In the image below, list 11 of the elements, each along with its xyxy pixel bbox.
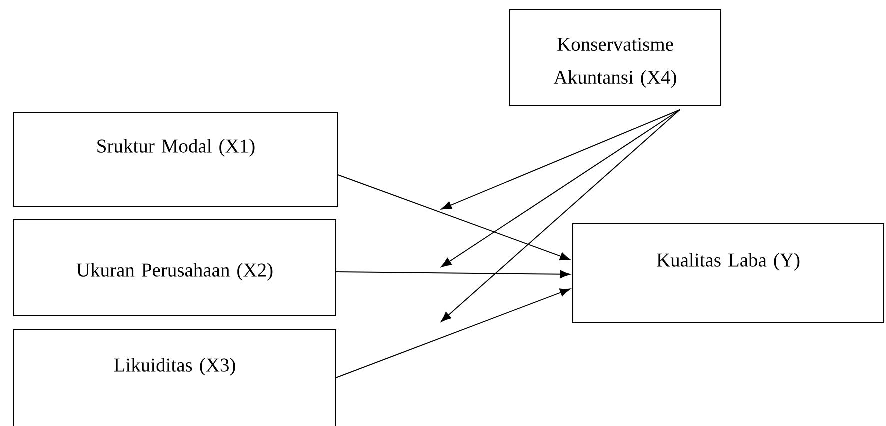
arrow	[441, 110, 680, 322]
arrow	[441, 110, 680, 268]
arrow	[336, 270, 570, 278]
arrow	[338, 174, 571, 260]
box: Ukuran Perusahaan (X2)	[14, 220, 336, 316]
arrow	[336, 288, 571, 378]
arrow	[441, 110, 680, 210]
box: Kualitas Laba (Y)	[572, 224, 884, 324]
box: Sruktur Modal (X1)	[14, 112, 338, 208]
box: Konservatisme Akuntansi (X4)	[510, 10, 722, 106]
box: Likuiditas (X3)	[14, 330, 336, 426]
